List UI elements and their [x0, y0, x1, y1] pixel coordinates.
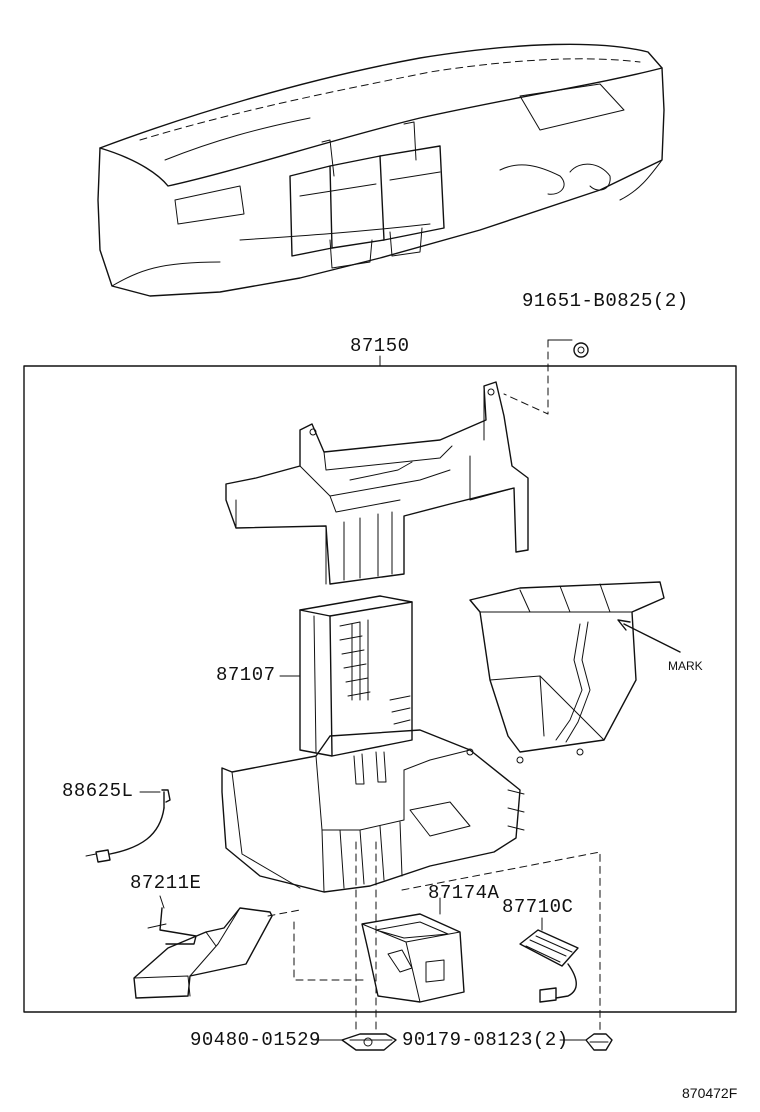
clip-icon — [585, 1033, 613, 1051]
upper-case-icon — [225, 381, 529, 585]
lower-case-icon — [221, 729, 525, 893]
label-87211e: 87211E — [130, 872, 202, 894]
thermistor-icon — [85, 789, 171, 863]
clip-icon — [341, 1033, 397, 1051]
label-87150: 87150 — [350, 335, 410, 357]
label-87107: 87107 — [216, 664, 276, 686]
label-87174a: 87174A — [428, 882, 500, 904]
assembly-frame — [23, 365, 737, 1013]
label-90179-08123: 90179-08123(2) — [402, 1029, 569, 1051]
figure-code: 870472F — [682, 1085, 738, 1101]
label-mark: MARK — [668, 659, 703, 673]
drain-hose-icon — [361, 913, 465, 1003]
bolt-icon — [573, 342, 589, 358]
label-91651-b0825: 91651-B0825(2) — [522, 290, 689, 312]
label-87710c: 87710C — [502, 896, 574, 918]
evaporator-icon — [299, 595, 413, 757]
hvac-unit-icon — [289, 121, 445, 269]
label-88625l: 88625L — [62, 780, 134, 802]
resistor-icon — [519, 929, 579, 1003]
duct-icon — [133, 907, 273, 999]
dashboard-icon — [97, 43, 665, 297]
housing-icon — [469, 581, 665, 764]
label-90480-01529: 90480-01529 — [190, 1029, 321, 1051]
